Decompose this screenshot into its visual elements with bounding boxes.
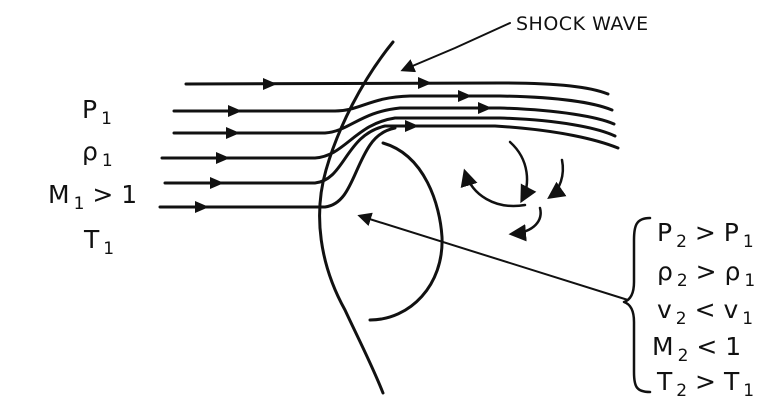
shock-wave-pointer — [403, 23, 510, 70]
swirl-arrow — [550, 160, 563, 197]
shock-wave-label: SHOCK WAVE — [516, 13, 649, 35]
downstream-pointer — [360, 216, 628, 300]
recirculation-arrows — [465, 142, 563, 234]
flow-arrow — [405, 120, 419, 132]
flow-arrow — [228, 105, 242, 117]
flow-arrow — [210, 177, 224, 189]
shock-wave-curve — [320, 42, 393, 393]
flow-arrow — [418, 77, 432, 89]
swirl-arrow — [512, 208, 541, 234]
flow-arrow — [478, 102, 492, 114]
flow-arrow — [263, 78, 277, 90]
streamline-4 — [162, 118, 615, 158]
flow-arrow — [216, 152, 230, 164]
blunt-body-arc — [370, 143, 442, 320]
flow-arrow — [195, 201, 209, 213]
swirl-arrow — [465, 172, 525, 206]
flow-arrow — [458, 90, 472, 102]
curly-brace — [624, 218, 650, 392]
swirl-arrow — [510, 142, 527, 200]
streamline-1 — [186, 83, 608, 94]
flow-arrow — [226, 127, 240, 139]
